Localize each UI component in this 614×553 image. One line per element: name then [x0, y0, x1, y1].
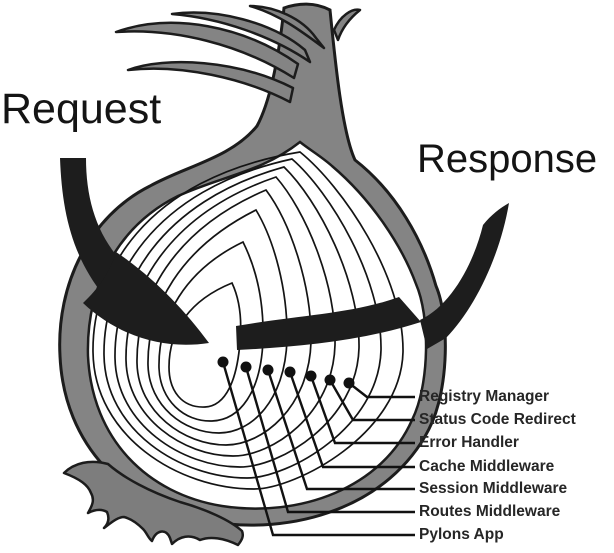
layer-label-status-code-redirect: Status Code Redirect: [419, 411, 576, 428]
response-arrow-shaft: [236, 297, 421, 350]
layer-label-cache-middleware: Cache Middleware: [419, 458, 555, 475]
response-arrow: [236, 203, 509, 350]
layer-label-registry-manager: Registry Manager: [419, 388, 550, 405]
onion-sprouts: [114, 4, 362, 104]
connector-error-handler: [309, 375, 415, 445]
layer-dot-status-code-redirect: [324, 374, 336, 386]
layer-dot-cache-middleware: [284, 366, 296, 378]
connector-session-middleware: [266, 369, 415, 491]
layer-label-session-middleware: Session Middleware: [419, 480, 568, 497]
onion-roots: [62, 460, 245, 547]
sprout-leaf: [332, 8, 362, 42]
connector-cache-middleware: [288, 371, 415, 469]
request-arrow: [60, 158, 209, 345]
sprout-leaf: [126, 60, 295, 104]
layer-label-error-handler: Error Handler: [419, 434, 519, 451]
layer-dot-routes-middleware: [240, 361, 252, 373]
connector-pylons-app: [221, 361, 415, 537]
connector-routes-middleware: [244, 366, 415, 514]
sprout-leaf: [114, 21, 300, 80]
layer-label-routes-middleware: Routes Middleware: [419, 503, 561, 520]
root-frond: [62, 460, 245, 547]
request-arrow-shaft: [60, 158, 126, 296]
layer-dot-registry-manager: [343, 377, 355, 389]
connector-registry-manager: [348, 382, 415, 399]
layer-dot-error-handler: [305, 370, 317, 382]
response-label: Response: [417, 137, 598, 181]
layer-dot-pylons-app: [217, 356, 229, 368]
layer-label-pylons-app: Pylons App: [419, 526, 504, 543]
request-arrowhead: [83, 252, 209, 345]
layer-dots: [217, 356, 355, 389]
response-arrowhead: [420, 203, 509, 349]
layer-connectors: [221, 361, 415, 537]
request-label: Request: [1, 85, 162, 133]
connector-status-code-redirect: [328, 379, 415, 422]
layer-dot-session-middleware: [262, 364, 274, 376]
sprout-leaf: [170, 11, 312, 64]
sprout-leaf: [248, 4, 326, 50]
